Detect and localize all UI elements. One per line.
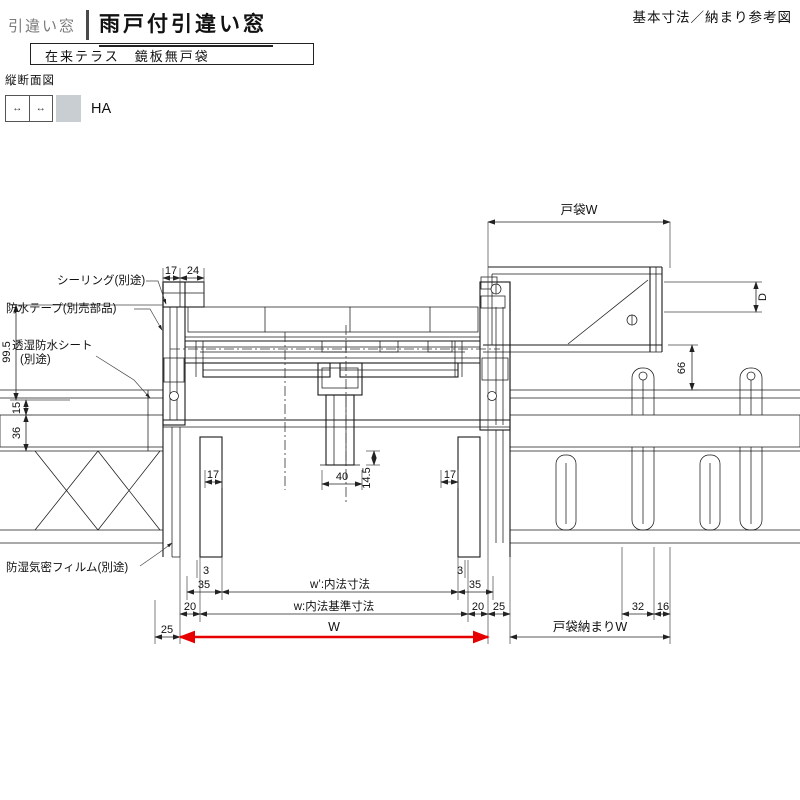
type-code-label: HA (91, 100, 112, 117)
right-wall-section (509, 282, 800, 557)
dim-left-upper: 15 (11, 402, 23, 414)
dim-depth: D (757, 293, 769, 301)
dim-trim-left: 25 (161, 624, 173, 636)
slide-arrow-right-icon: ↔ (35, 103, 46, 114)
page-header: 引違い窓 雨戸付引違い窓 (8, 8, 274, 47)
sliding-window-symbol: ↔ ↔ (5, 95, 53, 122)
dim-gap-right: 3 (457, 565, 463, 577)
window-frame-assembly (162, 281, 511, 558)
page-title: 雨戸付引違い窓 (99, 8, 274, 47)
reference-note: 基本寸法／納まり参考図 (632, 10, 792, 25)
dimensions: 戸袋W D 66 17 24 99.5 15 36 17 40 (1, 203, 769, 644)
callout-breathable-sheet: 透湿防水シート (12, 338, 93, 352)
window-category-label: 引違い窓 (8, 18, 77, 35)
shutter-box-swatch (56, 95, 81, 122)
dim-frame-left: 20 (184, 601, 196, 613)
dim-center-height: 14.5 (361, 467, 373, 488)
left-wall-section (0, 282, 164, 557)
callout-moisture-film: 防湿気密フィルム(別途) (6, 560, 128, 574)
dim-base-width: w:内法基準寸法 (293, 599, 375, 613)
dim-post-offset-right: 17 (444, 469, 456, 481)
dim-right-a: 32 (632, 601, 644, 613)
dim-overall-width: W (328, 620, 340, 634)
slide-arrow-left-icon: ↔ (6, 96, 30, 121)
callout-breathable-sheet-2: (別途) (20, 352, 51, 366)
dim-post-width-left: 35 (198, 579, 210, 591)
dim-post-width-right: 35 (469, 579, 481, 591)
shutter-box (480, 266, 663, 353)
section-view-label: 縦断面図 (5, 75, 55, 87)
callout-sealing: シーリング(別途) (57, 273, 145, 287)
window-type-icon: ↔ ↔ HA (5, 95, 111, 122)
dim-left-height: 99.5 (1, 341, 13, 362)
dim-gap-left: 3 (203, 565, 209, 577)
dim-right-height: 66 (676, 362, 688, 374)
callout-waterproof-tape: 防水テープ(別売部品) (6, 301, 117, 315)
spec-subtitle-box: 在来テラス 鏡板無戸袋 (30, 43, 314, 65)
dim-center-width: 40 (336, 471, 348, 483)
dim-inner-width: w’:内法寸法 (309, 577, 370, 591)
dim-left-lower: 36 (11, 427, 23, 439)
callouts: シーリング(別途) 防水テープ(別売部品) 透湿防水シート (別途) 防湿気密フ… (6, 273, 173, 574)
dim-top-a: 17 (165, 265, 177, 277)
dim-frame-right: 20 (472, 601, 484, 613)
screw-icon (169, 391, 179, 401)
header-divider (86, 10, 90, 40)
dim-shutter-fit-width: 戸袋納まりW (553, 620, 628, 634)
dim-trim-right: 25 (493, 601, 505, 613)
screw-icon (487, 391, 497, 401)
structural-posts (199, 436, 481, 558)
centerlines (170, 325, 500, 502)
dim-shutter-width: 戸袋W (561, 203, 598, 217)
dim-top-b: 24 (187, 265, 199, 277)
dim-right-b: 16 (657, 601, 669, 613)
dim-post-offset-left: 17 (207, 469, 219, 481)
